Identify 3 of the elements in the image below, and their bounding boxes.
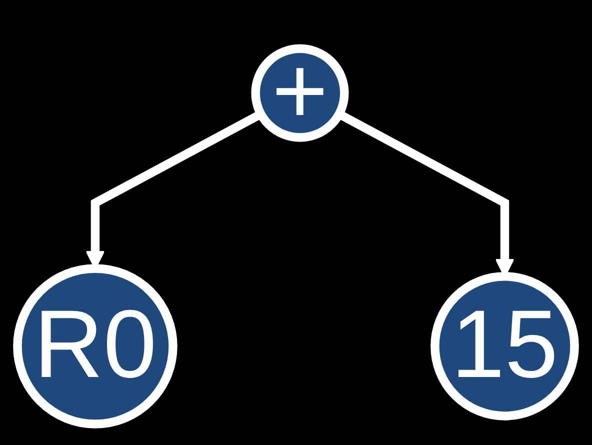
node-circle: 15 xyxy=(430,272,579,420)
node-circle: + xyxy=(251,44,349,142)
node-circle: R0 xyxy=(13,264,178,428)
